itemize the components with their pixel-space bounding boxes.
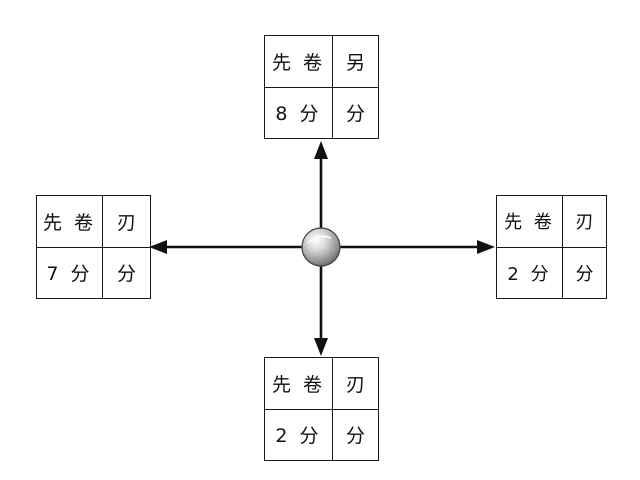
- arrow-down-head: [314, 338, 328, 356]
- table-cell: 分: [332, 408, 379, 461]
- table-row: 先 卷 另: [264, 35, 379, 88]
- table-row: 2 分 分: [264, 408, 379, 461]
- score-table-right: 先 卷 刃 2 分 分: [496, 195, 607, 299]
- table-row: 先 卷 刃: [496, 195, 607, 248]
- table-row: 7 分 分: [36, 246, 151, 299]
- table-cell: 先 卷: [36, 195, 103, 248]
- arrow-up-head: [314, 141, 328, 159]
- table-row: 先 卷 刃: [264, 357, 379, 410]
- table-cell: 2 分: [264, 408, 333, 461]
- table-cell: 刃: [102, 195, 151, 248]
- table-cell: 分: [562, 246, 607, 299]
- table-cell: 先 卷: [264, 35, 333, 88]
- table-row: 先 卷 刃: [36, 195, 151, 248]
- table-row: 2 分 分: [496, 246, 607, 299]
- table-cell: 先 卷: [264, 357, 333, 410]
- table-row: 8 分 分: [264, 86, 379, 139]
- score-table-top: 先 卷 另 8 分 分: [264, 35, 379, 139]
- table-cell: 另: [332, 35, 379, 88]
- table-cell: 7 分: [36, 246, 103, 299]
- center-ball: [301, 227, 341, 267]
- center-ball-highlight: [307, 235, 332, 244]
- arrow-left-head: [149, 240, 167, 254]
- table-cell: 2 分: [496, 246, 563, 299]
- table-cell: 刃: [562, 195, 607, 248]
- table-cell: 刃: [332, 357, 379, 410]
- score-table-left: 先 卷 刃 7 分 分: [36, 195, 151, 299]
- table-cell: 8 分: [264, 86, 333, 139]
- table-cell: 分: [102, 246, 151, 299]
- table-cell: 先 卷: [496, 195, 563, 248]
- arrow-right-head: [477, 240, 495, 254]
- score-table-bottom: 先 卷 刃 2 分 分: [264, 357, 379, 461]
- table-cell: 分: [332, 86, 379, 139]
